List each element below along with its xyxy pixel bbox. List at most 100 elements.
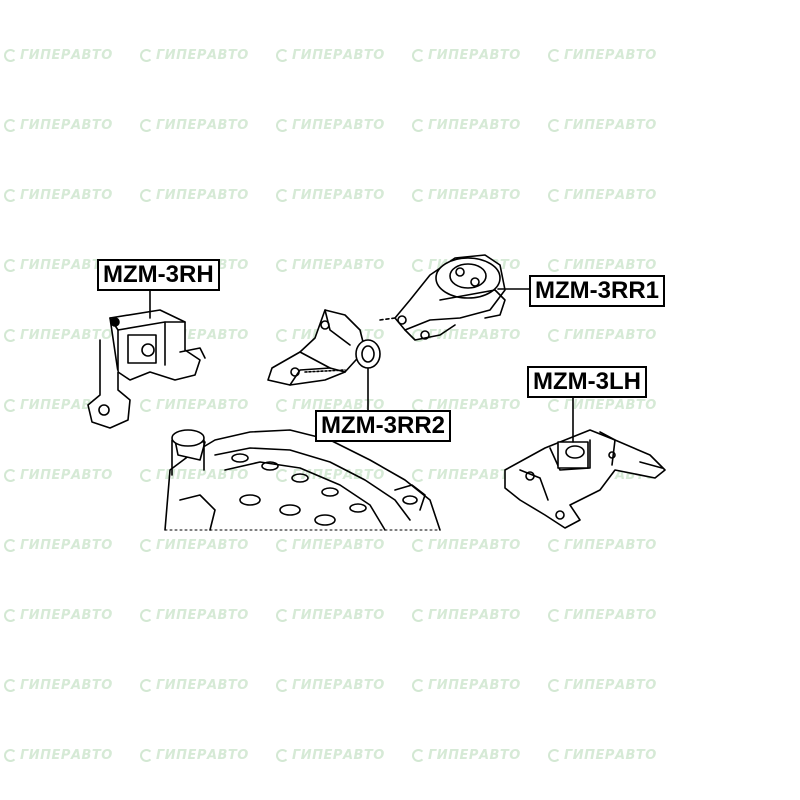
watermark-logo-icon [548,539,561,552]
watermark-logo-icon [548,609,561,622]
watermark-logo-text: ГИПЕРАВТО [564,748,657,763]
watermark-logo-text: ГИПЕРАВТО [292,118,385,133]
watermark-logo-icon [412,609,425,622]
watermark-logo-text: ГИПЕРАВТО [156,748,249,763]
watermark-logo: ГИПЕРАВТО [140,748,249,763]
mount-rr2-drawing [267,309,381,386]
watermark-logo-text: ГИПЕРАВТО [20,118,113,133]
watermark-logo-icon [4,469,17,482]
watermark-logo-icon [140,609,153,622]
watermark-logo: ГИПЕРАВТО [140,398,249,413]
watermark-logo-text: ГИПЕРАВТО [292,258,385,273]
watermark-logo-icon [548,679,561,692]
watermark-logo-icon [140,189,153,202]
watermark-logo-icon [412,329,425,342]
watermark-logo-icon [276,399,289,412]
watermark-logo: ГИПЕРАВТО [276,608,385,623]
watermark-logo-icon [4,399,17,412]
watermark-logo-text: ГИПЕРАВТО [156,678,249,693]
label-mzm-3lh: MZM-3LH [527,366,647,398]
watermark-logo-icon [4,49,17,62]
watermark-logo-icon [412,749,425,762]
watermark-logo-text: ГИПЕРАВТО [428,538,521,553]
watermark-logo: ГИПЕРАВТО [548,538,657,553]
watermark-logo-text: ГИПЕРАВТО [292,678,385,693]
watermark-logo-icon [276,609,289,622]
mount-rh-drawing [87,309,206,429]
watermark-logo-icon [276,49,289,62]
watermark-logo-icon [4,119,17,132]
watermark-logo-text: ГИПЕРАВТО [564,48,657,63]
watermark-logo-text: ГИПЕРАВТО [156,608,249,623]
watermark-logo-icon [140,749,153,762]
watermark-logo: ГИПЕРАВТО [4,328,113,343]
watermark-logo: ГИПЕРАВТО [548,328,657,343]
watermark-logo: ГИПЕРАВТО [548,678,657,693]
watermark-logo-icon [548,119,561,132]
watermark-logo-icon [548,749,561,762]
watermark-logo-text: ГИПЕРАВТО [20,538,113,553]
watermark-logo-text: ГИПЕРАВТО [20,258,113,273]
watermark-logo-text: ГИПЕРАВТО [292,748,385,763]
watermark-logo-icon [412,119,425,132]
watermark-logo-text: ГИПЕРАВТО [156,188,249,203]
watermark-logo: ГИПЕРАВТО [4,678,113,693]
watermark-logo-icon [412,539,425,552]
watermark-logo-icon [548,259,561,272]
watermark-logo-text: ГИПЕРАВТО [564,608,657,623]
watermark-logo: ГИПЕРАВТО [4,748,113,763]
watermark-logo: ГИПЕРАВТО [140,188,249,203]
watermark-logo-icon [4,749,17,762]
watermark-logo-text: ГИПЕРАВТО [156,538,249,553]
watermark-logo: ГИПЕРАВТО [140,538,249,553]
watermark-logo: ГИПЕРАВТО [548,608,657,623]
watermark-logo: ГИПЕРАВТО [276,468,385,483]
watermark-logo: ГИПЕРАВТО [4,118,113,133]
watermark-logo-text: ГИПЕРАВТО [428,398,521,413]
watermark-logo-icon [548,329,561,342]
watermark-logo: ГИПЕРАВТО [140,678,249,693]
watermark-logo-icon [548,49,561,62]
watermark-logo: ГИПЕРАВТО [140,608,249,623]
watermark-logo-icon [140,49,153,62]
watermark-logo-icon [4,329,17,342]
watermark-logo-icon [412,189,425,202]
watermark-logo: ГИПЕРАВТО [412,118,521,133]
watermark-logo: ГИПЕРАВТО [412,328,521,343]
watermark-logo-text: ГИПЕРАВТО [20,48,113,63]
watermark-logo: ГИПЕРАВТО [548,188,657,203]
watermark-logo-icon [412,49,425,62]
watermark-logo: ГИПЕРАВТО [4,188,113,203]
watermark-logo: ГИПЕРАВТО [4,48,113,63]
watermark-logo-icon [548,399,561,412]
watermark-logo-icon [4,189,17,202]
watermark-logo-text: ГИПЕРАВТО [564,118,657,133]
watermark-logo: ГИПЕРАВТО [412,678,521,693]
watermark-logo-text: ГИПЕРАВТО [428,678,521,693]
watermark-logo-icon [276,539,289,552]
watermark-logo-text: ГИПЕРАВТО [20,748,113,763]
engine-block-drawing [164,429,441,531]
watermark-logo-text: ГИПЕРАВТО [292,538,385,553]
watermark-logo-icon [276,119,289,132]
watermark-logo-text: ГИПЕРАВТО [564,398,657,413]
watermark-logo: ГИПЕРАВТО [276,748,385,763]
watermark-logo-icon [4,539,17,552]
watermark-logo: ГИПЕРАВТО [276,188,385,203]
watermark-logo-text: ГИПЕРАВТО [20,188,113,203]
watermark-logo-text: ГИПЕРАВТО [156,398,249,413]
watermark-logo: ГИПЕРАВТО [4,468,113,483]
watermark-logo-text: ГИПЕРАВТО [428,48,521,63]
watermark-logo: ГИПЕРАВТО [140,118,249,133]
watermark-logo-text: ГИПЕРАВТО [292,398,385,413]
watermark-logo-text: ГИПЕРАВТО [292,468,385,483]
label-mzm-3rr1: MZM-3RR1 [529,275,665,307]
watermark-logo: ГИПЕРАВТО [276,258,385,273]
watermark-logo-text: ГИПЕРАВТО [20,678,113,693]
watermark-logo: ГИПЕРАВТО [548,118,657,133]
watermark-logo: ГИПЕРАВТО [548,748,657,763]
watermark-logo: ГИПЕРАВТО [412,538,521,553]
